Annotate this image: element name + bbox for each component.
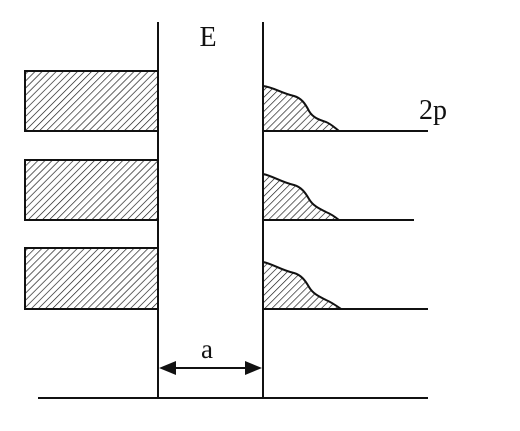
right-density-profile-3	[262, 260, 345, 310]
left-band-block-3	[24, 247, 159, 310]
left-band-block-2	[24, 159, 159, 221]
right-density-profile-2	[262, 172, 342, 221]
width-arrow-left-head	[159, 361, 176, 375]
width-arrow-right-head	[245, 361, 262, 375]
left-band-block-1	[24, 70, 159, 132]
right-density-profile-1	[262, 84, 342, 132]
label-2p: 2p	[419, 95, 447, 126]
label-e: E	[199, 22, 216, 53]
label-a: a	[201, 334, 213, 364]
